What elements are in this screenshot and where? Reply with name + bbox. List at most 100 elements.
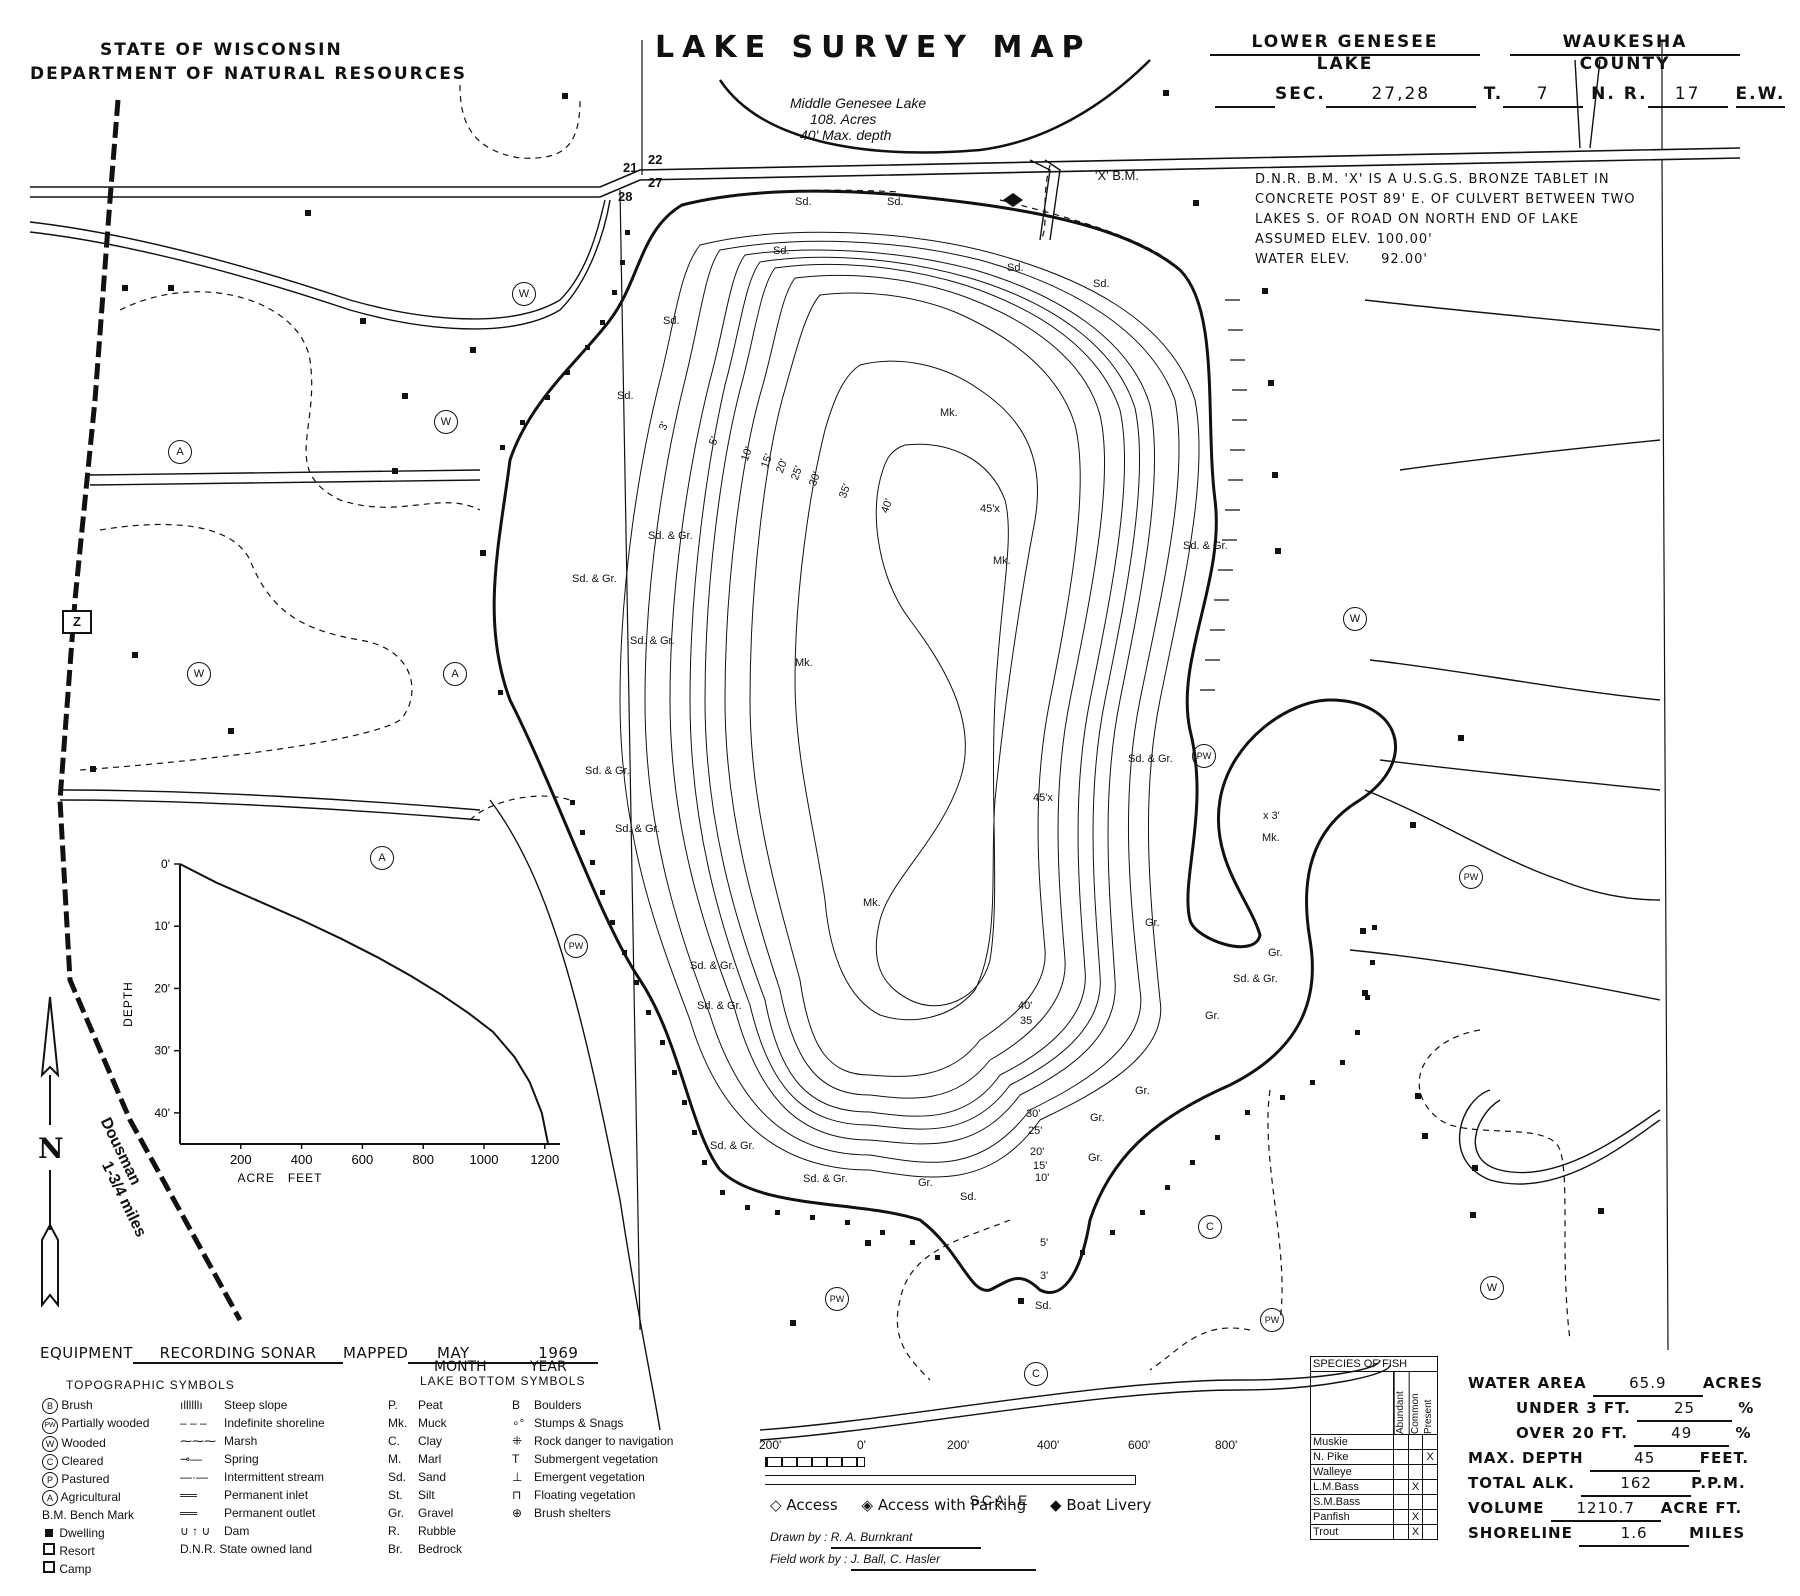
- bottom-label: Sd.: [1007, 262, 1024, 274]
- depth-label: 3': [1040, 1270, 1049, 1282]
- bottom-label: Sd. & Gr.: [690, 960, 735, 972]
- lake-shoreline: [492, 189, 1398, 1294]
- land-use-marker: A: [168, 440, 192, 464]
- bottom-label: Sd.: [795, 196, 812, 208]
- drawn-value: R. A. Burnkrant: [830, 1527, 981, 1549]
- topo-item: D.N.R. State owned land: [180, 1542, 313, 1556]
- topo-item: ⊸—Spring: [180, 1452, 259, 1466]
- topo-item: Dwelling: [42, 1524, 149, 1542]
- chart-y-tick-label: 30': [154, 1044, 170, 1058]
- boat-livery-label: Boat Livery: [1066, 1496, 1152, 1514]
- fish-mark: X: [1409, 1510, 1424, 1524]
- chart-y-label: DEPTH: [121, 981, 135, 1027]
- secondary-roads: [29, 59, 1661, 1185]
- scale-bar-right: [765, 1475, 1136, 1485]
- section-number: 21: [623, 160, 638, 175]
- depth-contours: [619, 231, 1200, 1178]
- bottom-label: Sd.: [1093, 278, 1110, 290]
- bottom-label: Sd. & Gr.: [585, 765, 630, 777]
- bottom-label: Sd. & Gr.: [630, 635, 675, 647]
- volume-value: 1210.7: [1550, 1497, 1661, 1522]
- section-lines: [619, 40, 1669, 1351]
- bottom-label: Sd. & Gr.: [710, 1140, 755, 1152]
- bottom-label: Sd. & Gr.: [697, 1000, 742, 1012]
- over20-label: OVER 20 FT.: [1516, 1424, 1628, 1442]
- bottom-label: Gr.: [1145, 917, 1160, 929]
- t-label: T.: [1483, 84, 1504, 104]
- depth-label: 15': [1033, 1160, 1048, 1172]
- bm-note-line: D.N.R. B.M. 'X' IS A U.S.G.S. BRONZE TAB…: [1255, 172, 1610, 187]
- fish-mark: [1423, 1435, 1437, 1449]
- bottom-item: Sd.Sand: [388, 1470, 447, 1484]
- field-label: Field work by :: [770, 1552, 848, 1566]
- middle-lake-acres: 108. Acres: [810, 111, 877, 127]
- topo-item: Resort: [42, 1542, 149, 1560]
- fish-mark: [1423, 1480, 1437, 1494]
- bottom-item: ⊥Emergent vegetation: [512, 1470, 645, 1484]
- chart-x-label: ACRE FEET: [237, 1171, 322, 1185]
- fish-mark: [1394, 1450, 1409, 1464]
- month-value: MAY: [408, 1344, 499, 1364]
- fish-mark: X: [1426, 1451, 1434, 1463]
- fish-mark: [1409, 1495, 1424, 1509]
- land-use-marker: PW: [564, 934, 588, 958]
- chart-x-tick-label: 1000: [470, 1152, 499, 1167]
- highway-shield: Z: [62, 610, 92, 634]
- land-use-marker: PW: [1192, 744, 1216, 768]
- under3-value: 25: [1637, 1397, 1732, 1422]
- state-land-dots: [498, 230, 1377, 1260]
- mapped-label: MAPPED: [343, 1344, 409, 1362]
- topo-item: B Brush: [42, 1396, 149, 1414]
- bm-note-line: CONCRETE POST 89' E. OF CULVERT BETWEEN …: [1255, 192, 1636, 207]
- scale-bar-left: [765, 1457, 865, 1467]
- topo-item: ∪ ↑ ∪Dam: [180, 1524, 250, 1538]
- bottom-item: ⊓Floating vegetation: [512, 1488, 636, 1502]
- fish-mark: [1394, 1480, 1409, 1494]
- land-use-marker: C: [1198, 1215, 1222, 1239]
- boat-livery-icon: ◆: [1050, 1496, 1062, 1514]
- fish-row: Walleye: [1311, 1465, 1437, 1480]
- pct-label: %: [1738, 1399, 1755, 1417]
- chart-y-tick-label: 20': [154, 981, 170, 995]
- bottom-label: Sd. & Gr.: [1128, 753, 1173, 765]
- depth-label: 45'x: [980, 503, 1000, 515]
- fish-mark: [1394, 1465, 1409, 1479]
- bench-mark-note: D.N.R. B.M. 'X' IS A U.S.G.S. BRONZE TAB…: [1255, 170, 1636, 270]
- sec-label: SEC.: [1275, 84, 1326, 104]
- fish-table-heading: SPECIES OF FISH: [1311, 1357, 1437, 1372]
- under3-label: UNDER 3 FT.: [1516, 1399, 1631, 1417]
- highway-z: [57, 99, 243, 1322]
- pct-label: %: [1735, 1424, 1752, 1442]
- max-depth-unit: FEET.: [1699, 1449, 1750, 1467]
- depth-label: 45'x: [1033, 792, 1053, 804]
- topo-item: Camp: [42, 1560, 149, 1578]
- fish-name: Panfish: [1311, 1510, 1395, 1524]
- topo-item: A Agricultural: [42, 1488, 149, 1506]
- volume-label: VOLUME: [1468, 1499, 1545, 1517]
- scale-ticks: 200' 0' 200' 400' 600' 800': [759, 1438, 1238, 1452]
- depth-label: 10': [1035, 1172, 1050, 1184]
- t-value: 7: [1503, 82, 1584, 108]
- lake-name: LOWER GENESEE: [1210, 30, 1480, 56]
- field-value: J. Ball, C. Hasler: [850, 1549, 1036, 1571]
- bottom-label: Sd. & Gr.: [648, 530, 693, 542]
- agency-line2: DEPARTMENT OF NATURAL RESOURCES: [30, 64, 468, 84]
- middle-lake-name: Middle Genesee Lake: [790, 95, 927, 111]
- map-title: LAKE SURVEY MAP: [655, 30, 1092, 65]
- bottom-label: Sd.: [1035, 1300, 1052, 1312]
- fish-mark: [1409, 1450, 1424, 1464]
- land-use-marker: A: [370, 846, 394, 870]
- chart-y-tick-label: 40': [154, 1106, 170, 1120]
- volume-unit: ACRE FT.: [1660, 1499, 1743, 1517]
- access-icon: ◇: [770, 1496, 782, 1514]
- bottom-item: M.Marl: [388, 1452, 442, 1466]
- depth-label: 5': [1040, 1237, 1049, 1249]
- year-label: YEAR: [530, 1359, 567, 1375]
- scale-bar: 200' 0' 200' 400' 600' 800' SCALE: [759, 1438, 1238, 1508]
